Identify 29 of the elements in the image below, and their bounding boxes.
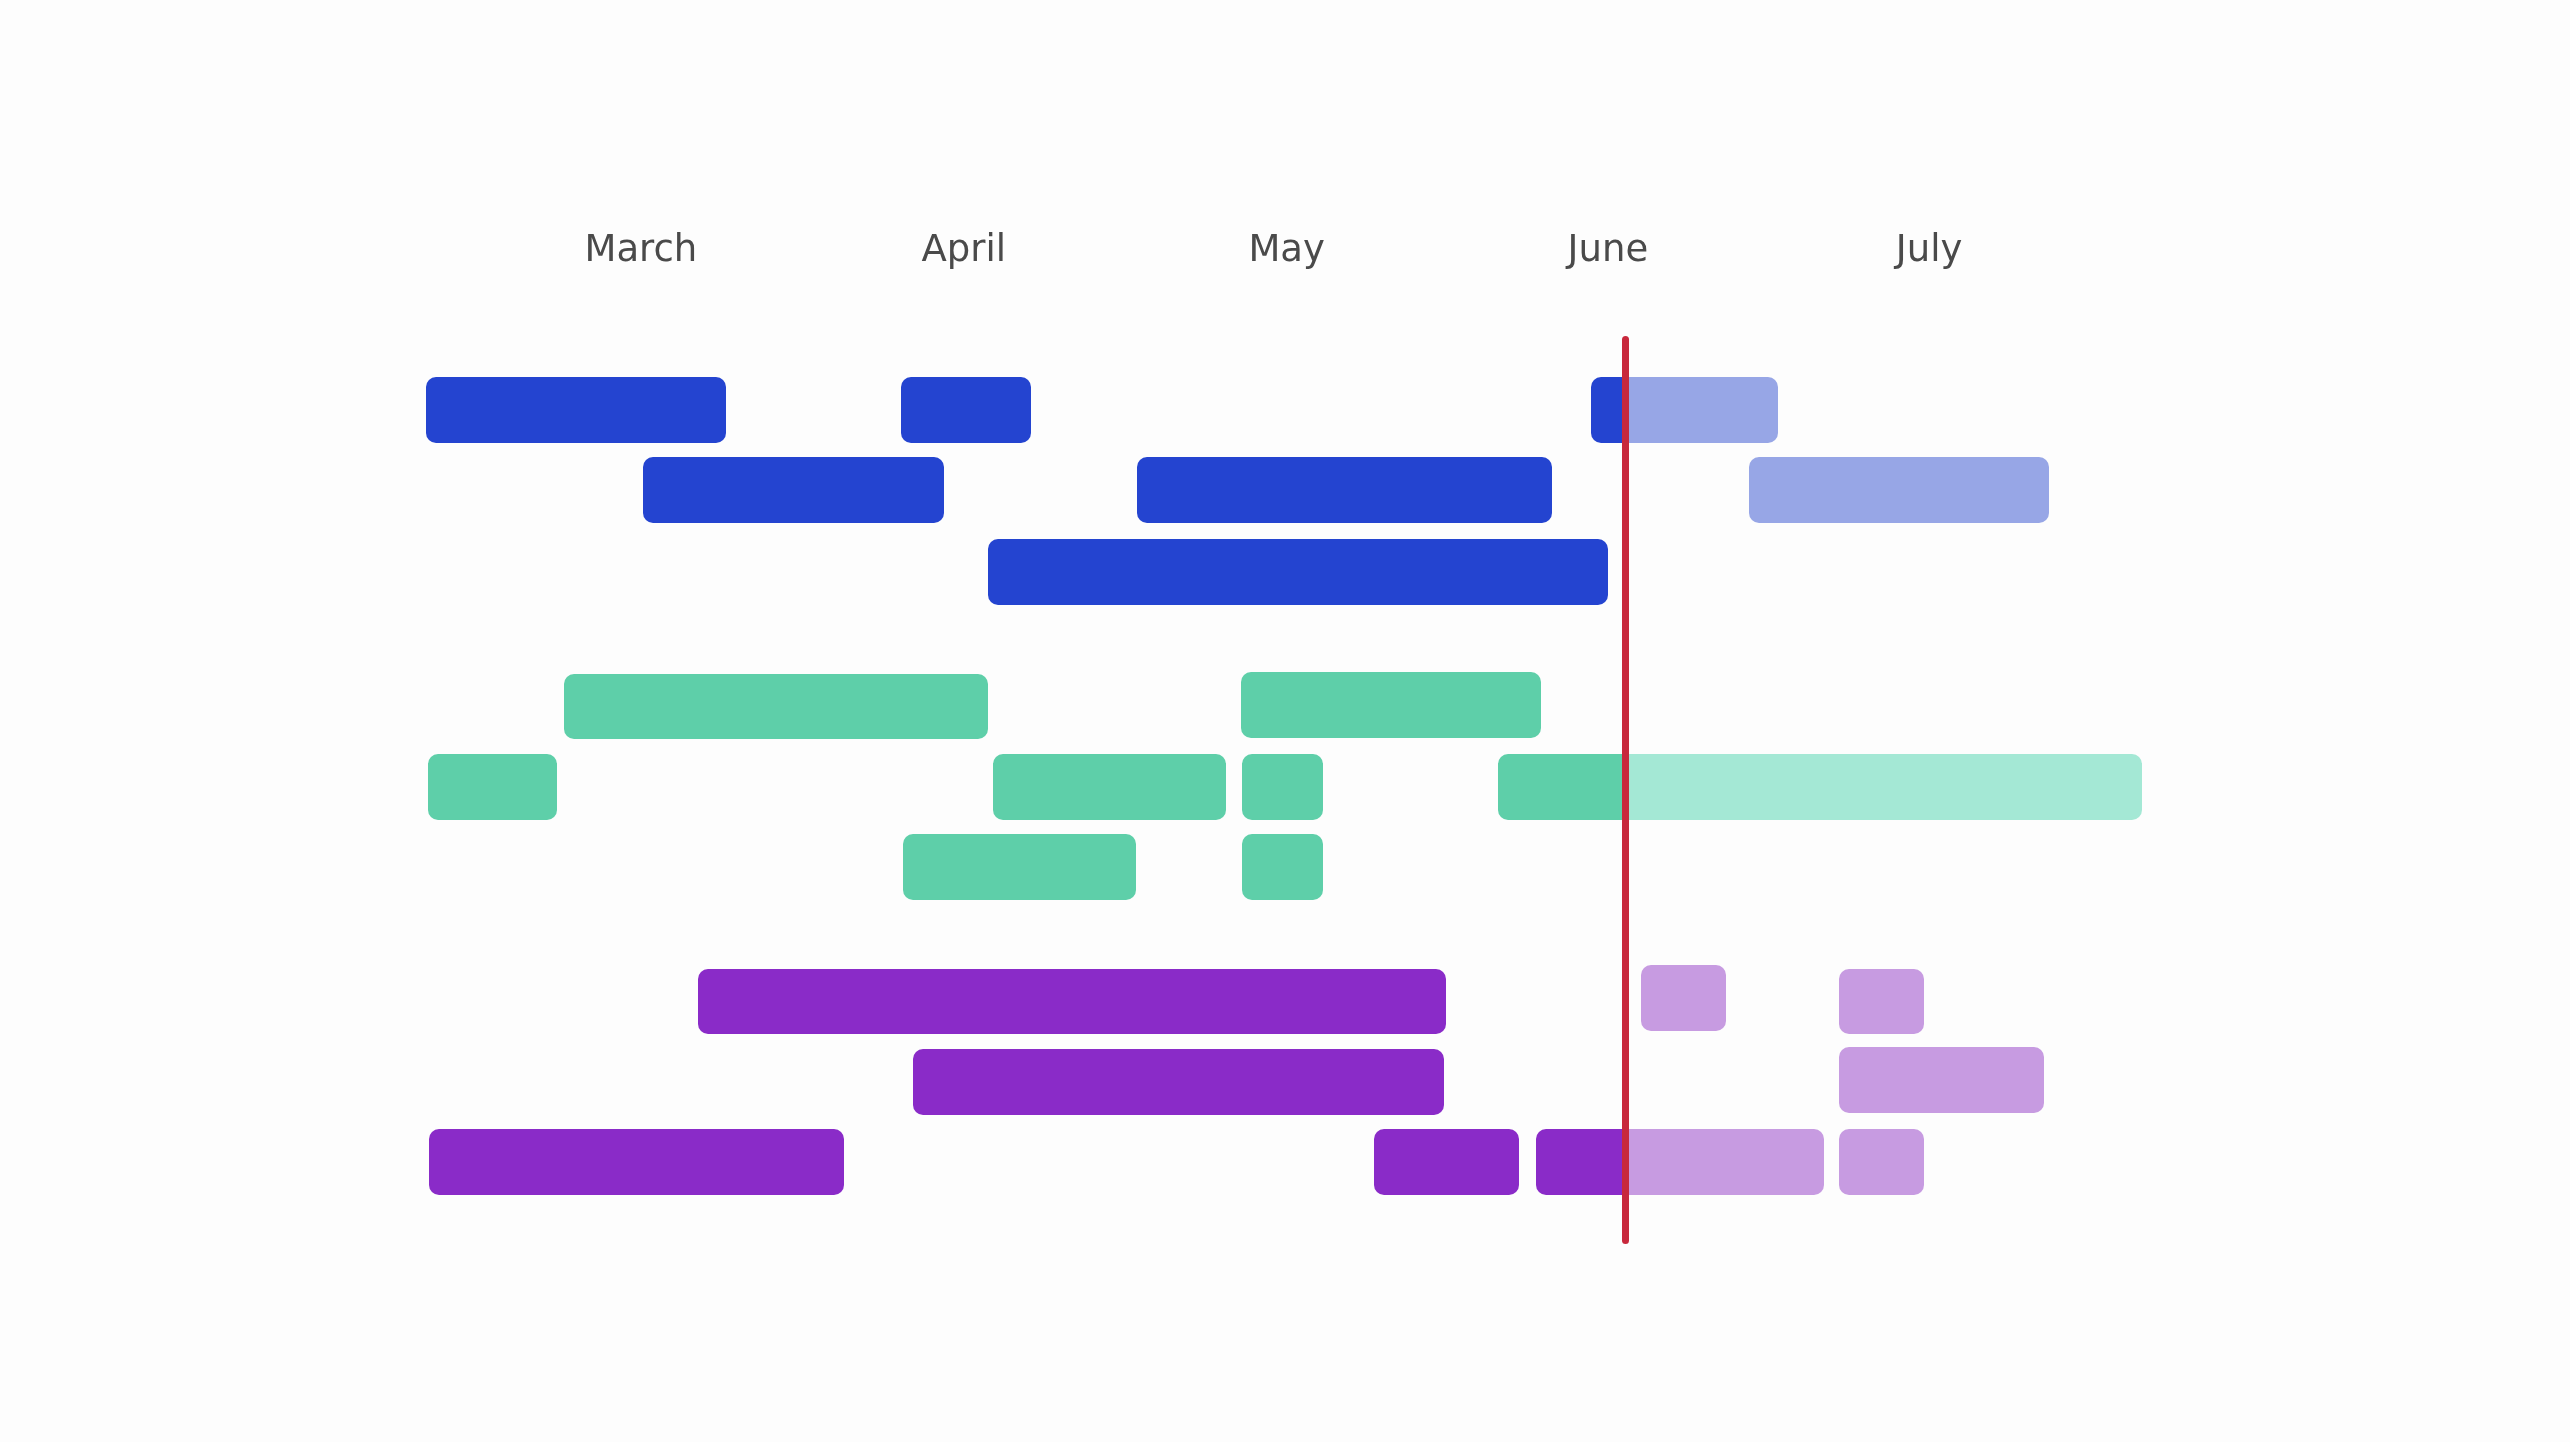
task-bar — [1640, 965, 1726, 1031]
task-bar — [903, 834, 1136, 900]
month-label: May — [1248, 228, 1325, 270]
task-bar — [1242, 753, 1323, 820]
task-bar — [1242, 834, 1323, 900]
task-bar — [1498, 753, 2143, 820]
task-bar — [563, 673, 989, 740]
task-bar — [426, 376, 727, 443]
task-bar — [429, 1129, 845, 1195]
task-bar — [1137, 457, 1553, 523]
task-bar — [642, 457, 945, 523]
month-label: April — [921, 228, 1007, 270]
task-bar — [1839, 1047, 2044, 1113]
task-bar — [1240, 672, 1541, 738]
task-bar — [988, 539, 1608, 605]
task-bar — [1748, 457, 2049, 523]
task-bar — [1591, 376, 1779, 443]
task-bar — [1839, 1129, 1925, 1195]
month-label: June — [1567, 228, 1649, 270]
task-bar — [993, 753, 1226, 820]
month-label: March — [584, 228, 698, 270]
task-bar — [912, 1048, 1444, 1115]
task-bar — [698, 968, 1446, 1035]
task-bar — [427, 753, 558, 820]
task-bar — [1373, 1129, 1520, 1195]
task-bar — [1535, 1129, 1825, 1195]
task-bar — [901, 376, 1031, 443]
month-label: July — [1895, 228, 1963, 270]
task-bar — [1839, 968, 1925, 1035]
